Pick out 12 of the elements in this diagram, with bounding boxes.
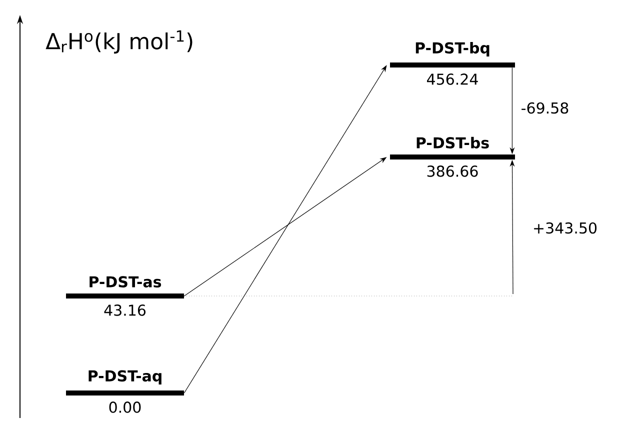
level-value: 386.66 [427,166,478,177]
level-value: 456.24 [427,74,478,85]
arrow [184,65,387,394]
axis-title: Δ$_{r}$H$^{o}$(kJ mol$^{-1}$) [46,30,192,54]
level-name: P-DST-aq [88,370,162,384]
edge-label: +343.50 [534,222,597,234]
level-value: 43.16 [104,304,146,316]
level-name: P-DST-as [90,276,162,288]
level-name: P-DST-bs [416,136,489,148]
level-value: 0.00 [109,402,141,413]
level-name: P-DST-bq [416,42,490,56]
edge-label: -69.58 [522,102,568,114]
